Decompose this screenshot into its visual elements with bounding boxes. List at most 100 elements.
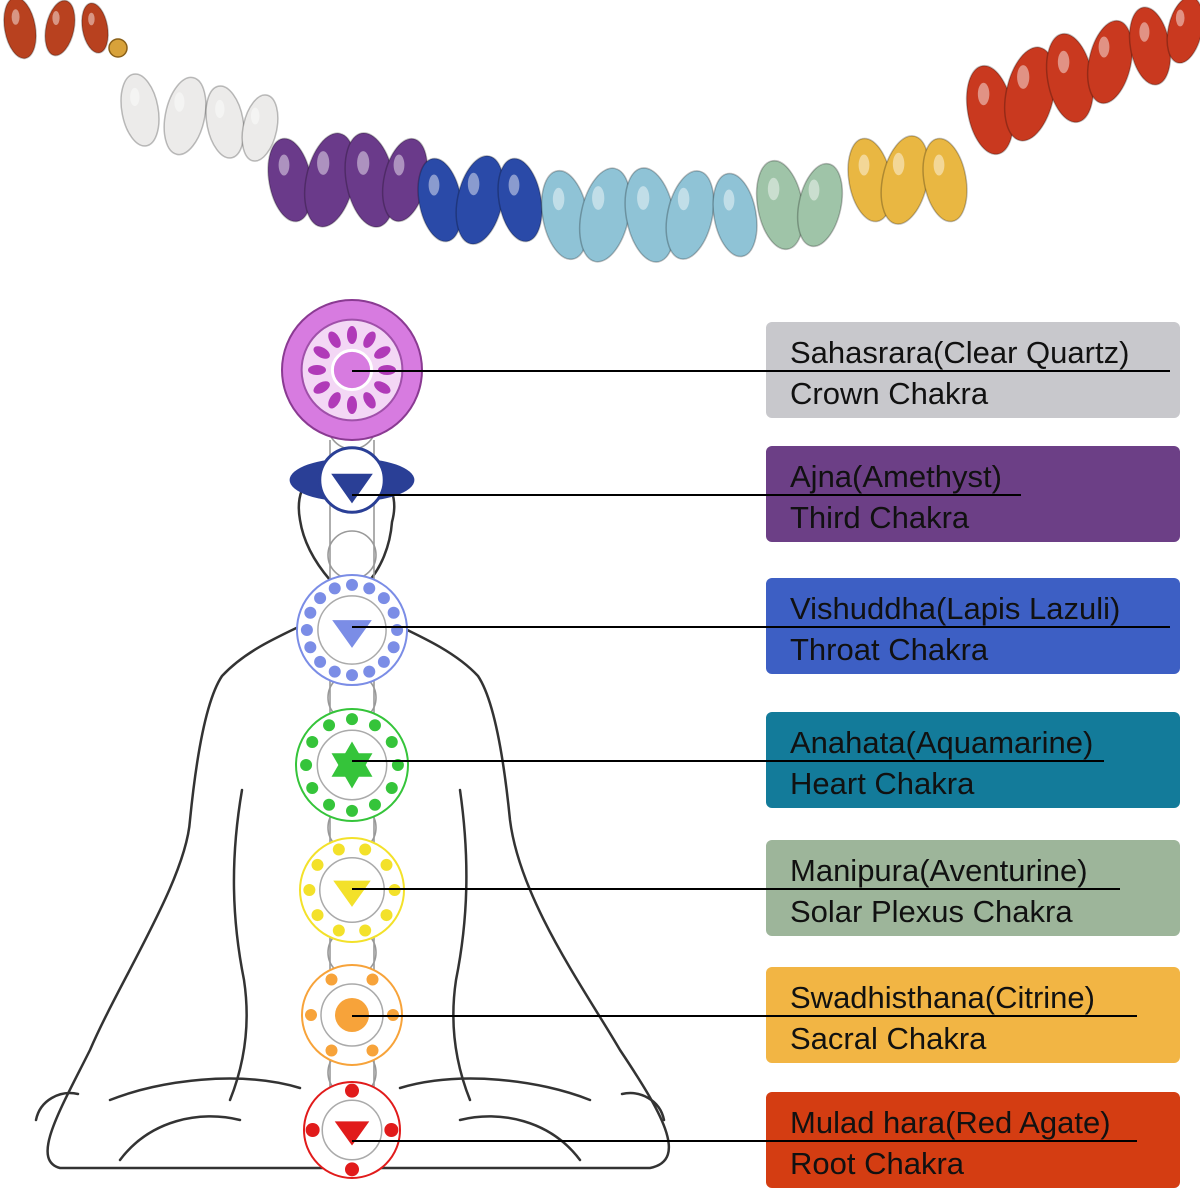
chakra-type: Sacral Chakra bbox=[790, 1021, 987, 1056]
bead-highlight bbox=[317, 151, 330, 175]
bead-highlight bbox=[88, 12, 95, 26]
chakra-petal-dot bbox=[377, 655, 390, 668]
chakra-type: Heart Chakra bbox=[790, 766, 975, 801]
chakra-petal-dot bbox=[328, 665, 341, 678]
chakra-symbol-ajna bbox=[289, 446, 415, 514]
leader-line bbox=[352, 494, 1021, 496]
leader-line bbox=[352, 888, 1120, 890]
chakra-symbol-vishuddha bbox=[296, 574, 408, 686]
chakra-symbol-manipura bbox=[299, 837, 405, 943]
crown-petal bbox=[347, 326, 357, 344]
chakra-stone-name: Manipura(Aventurine) bbox=[790, 853, 1088, 888]
chakra-petal-dot bbox=[345, 1083, 359, 1098]
chakra-petal-dot bbox=[311, 909, 324, 922]
bead-highlight bbox=[11, 9, 20, 25]
chakra-petal-dot bbox=[366, 973, 379, 986]
crown-petal bbox=[328, 392, 341, 409]
bead-red-agate bbox=[81, 2, 109, 54]
chakra-petal-dot bbox=[314, 592, 327, 605]
chakra-petal-dot bbox=[305, 1123, 320, 1137]
leader-line bbox=[352, 626, 1170, 628]
chakra-triangle bbox=[333, 880, 371, 907]
chakra-petal-dot bbox=[359, 924, 372, 937]
bead-highlight bbox=[508, 174, 520, 196]
crown-petal bbox=[308, 365, 326, 375]
bead-highlight bbox=[858, 154, 870, 176]
chakra-petal-dot bbox=[385, 781, 398, 794]
bead-red-agate bbox=[44, 0, 76, 57]
chakra-petal-dot bbox=[314, 655, 327, 668]
chakra-petal-dot bbox=[346, 578, 358, 591]
bead-highlight bbox=[933, 154, 945, 176]
bead-clear-quartz bbox=[241, 94, 279, 162]
bead-highlight bbox=[723, 189, 735, 211]
chakra-petal-dot bbox=[300, 759, 313, 771]
bead-highlight bbox=[428, 174, 440, 196]
bead-highlight bbox=[467, 172, 480, 196]
bead-highlight bbox=[1017, 65, 1030, 89]
chakra-petal-dot bbox=[377, 592, 390, 605]
chakra-petal-dot bbox=[323, 719, 336, 732]
chakra-symbol-anahata bbox=[295, 708, 409, 822]
chakra-inner-ring bbox=[321, 1099, 383, 1161]
leader-line bbox=[352, 1015, 1137, 1017]
bead-red-agate bbox=[1166, 0, 1200, 64]
crown-petal bbox=[313, 346, 330, 359]
chakra-petal-dot bbox=[385, 736, 398, 749]
chakra-petal-dot bbox=[306, 781, 319, 794]
bead-aventurine bbox=[796, 162, 844, 248]
bead-highlight bbox=[278, 154, 290, 176]
chakra-petal-dot bbox=[345, 1162, 359, 1177]
chakra-type: Root Chakra bbox=[790, 1146, 965, 1181]
chakra-inner-ring bbox=[317, 595, 387, 665]
bead-highlight bbox=[1139, 22, 1150, 42]
crown-petal bbox=[374, 346, 391, 359]
bead-highlight bbox=[637, 186, 650, 210]
chakra-petal-dot bbox=[311, 858, 324, 871]
bead-highlight bbox=[677, 187, 690, 211]
bead-highlight bbox=[250, 107, 260, 125]
bead-red-agate bbox=[3, 0, 37, 60]
chakra-petal-dot bbox=[368, 798, 381, 811]
chakra-petal-dot bbox=[346, 804, 358, 817]
bead-highlight bbox=[767, 177, 780, 201]
chakra-inner-ring bbox=[319, 857, 385, 923]
chakra-petal-dot bbox=[304, 641, 317, 654]
chakra-petal-dot bbox=[388, 884, 401, 896]
bead-clear-quartz bbox=[205, 85, 245, 159]
channel-node bbox=[327, 530, 377, 580]
bead-highlight bbox=[892, 152, 905, 176]
crown-petal bbox=[363, 331, 376, 348]
bead-highlight bbox=[592, 186, 605, 210]
leader-line bbox=[352, 760, 1104, 762]
chakra-petal-dot bbox=[346, 713, 358, 726]
chakra-petal-dot bbox=[323, 798, 336, 811]
chakra-type: Throat Chakra bbox=[790, 632, 989, 667]
chakra-type: Crown Chakra bbox=[790, 376, 989, 411]
bead-aquamarine bbox=[712, 172, 758, 258]
chakra-petal-dot bbox=[328, 582, 341, 595]
bead-aquamarine bbox=[665, 170, 715, 260]
bead-red-agate bbox=[1086, 19, 1134, 105]
chakra-stone-name: Anahata(Aquamarine) bbox=[790, 725, 1094, 760]
bead-highlight bbox=[357, 151, 370, 175]
chakra-petal-dot bbox=[384, 1123, 399, 1137]
chakra-stone-name: Swadhisthana(Citrine) bbox=[790, 980, 1095, 1015]
bead-highlight bbox=[174, 92, 185, 112]
bead-lapis-lazuli bbox=[497, 157, 543, 243]
chakra-petal-dot bbox=[300, 624, 313, 636]
leader-line bbox=[352, 1140, 1137, 1142]
chakra-petal-dot bbox=[305, 1009, 317, 1021]
chakra-petal-dot bbox=[363, 582, 376, 595]
chakra-petal-dot bbox=[306, 736, 319, 749]
chakra-symbol-muladhara bbox=[303, 1081, 401, 1179]
chakra-petal-dot bbox=[325, 1044, 338, 1057]
chakra-triangle bbox=[334, 1121, 370, 1146]
bead-highlight bbox=[1175, 9, 1185, 27]
chakra-petal-dot bbox=[325, 973, 338, 986]
leader-line bbox=[352, 370, 1170, 372]
chakra-petal-dot bbox=[380, 858, 393, 871]
crown-petal bbox=[363, 392, 376, 409]
